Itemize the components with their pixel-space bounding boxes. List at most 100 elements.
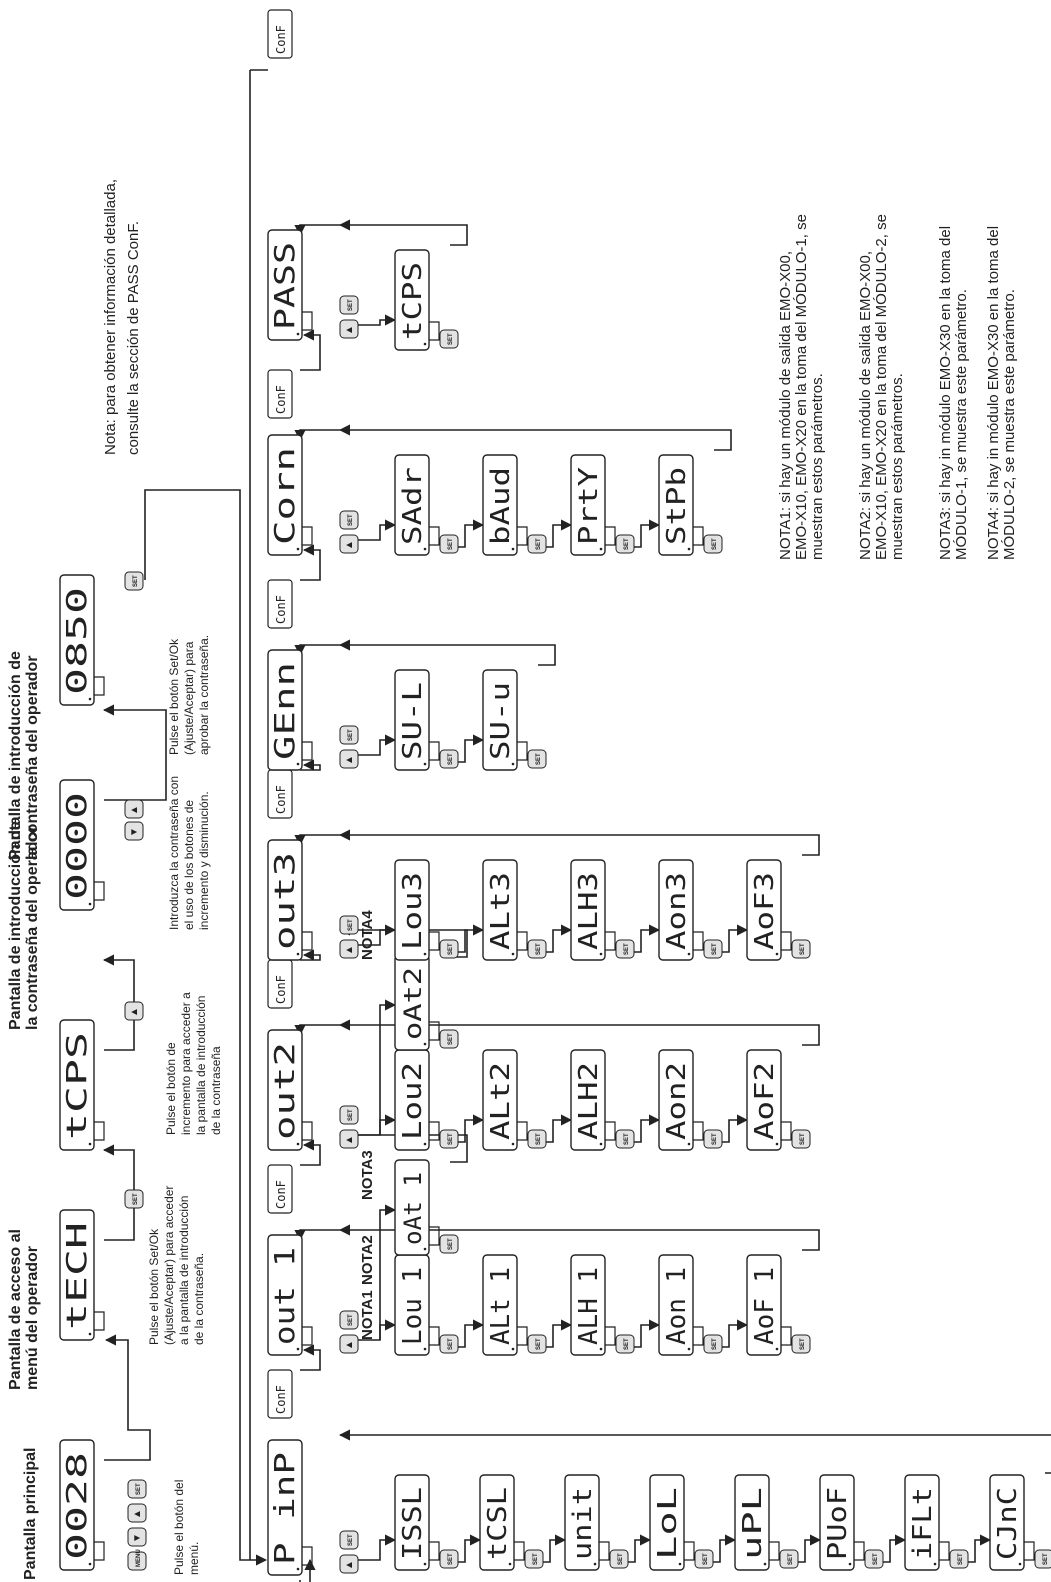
display-main: 0028 <box>59 1439 105 1571</box>
menu-p-inp-up-button: ▲ <box>339 1554 359 1574</box>
menu-out2-set-button-label: SET <box>348 1109 354 1121</box>
param-p-inp-1-set-button: SET <box>439 1549 459 1569</box>
param-corn-4: StPb <box>658 454 704 556</box>
menu-title-out2-text: out2 <box>268 1042 301 1140</box>
note-2-line-3: muestran estos parámetros. <box>889 373 906 560</box>
param-p-inp-6-text: PUoF <box>823 1487 853 1560</box>
menu-out3-set-button-label: SET <box>348 919 354 931</box>
conf-box-1-text: ConF <box>274 1385 288 1414</box>
conf-box-5: ConF <box>267 579 293 629</box>
note-label-4: NOTA4 <box>359 910 376 960</box>
instruction-approve-pw-line-1: Pulse el botón Set/Ok <box>167 638 181 755</box>
conf-box-1: ConF <box>267 1369 293 1419</box>
param-out2-extra: oAt2 <box>394 954 440 1051</box>
param-out-1-extra-set-button: SET <box>439 1234 459 1254</box>
main-up-button: ▲ <box>127 1503 147 1523</box>
param-out2-2: ALt2 <box>482 1049 528 1151</box>
param-out-1-3-text: ALH 1 <box>574 1267 604 1345</box>
param-p-inp-1-set-button-label: SET <box>448 1553 454 1565</box>
conf-box-2: ConF <box>267 1164 293 1214</box>
note-pass-line-2: consulte la sección de PASS ConF. <box>125 221 142 455</box>
menu-out3-up-button-label: ▲ <box>344 945 355 955</box>
display-tcps-text: tCPS <box>60 1032 93 1140</box>
instruction-approve-pw-line-3: aprobar la contraseña. <box>197 635 211 755</box>
main-set-button: SET <box>127 1479 147 1499</box>
menu-corn-up-button: ▲ <box>339 534 359 554</box>
display-pw-0850: 0850 <box>59 574 105 706</box>
main-set-button-label: SET <box>136 1483 142 1495</box>
note-label-1: NOTA1 <box>359 1290 376 1340</box>
param-out2-1-set-button-label: SET <box>448 1133 454 1145</box>
tcps-up-button: ▲ <box>124 1001 144 1021</box>
param-out2-4-set-button-label: SET <box>712 1133 718 1145</box>
note-1-line-3: muestran estos parámetros. <box>809 373 826 560</box>
param-corn-3-set-button-label: SET <box>624 538 630 550</box>
menu-out2-up-button: ▲ <box>339 1129 359 1149</box>
param-out3-1: Lou3 <box>394 859 440 961</box>
param-genn-2-set-button: SET <box>527 749 547 769</box>
param-p-inp-2-set-button-label: SET <box>533 1553 539 1565</box>
instruction-menu-button-line-2: menú. <box>187 1542 201 1575</box>
param-out-1-2-set-button: SET <box>527 1334 547 1354</box>
param-corn-2-text: bAud <box>486 467 516 545</box>
menu-title-out-1-text: out 1 <box>268 1247 301 1345</box>
menu-out3-set-button: SET <box>339 915 359 935</box>
param-genn-2: SU-u <box>482 669 528 771</box>
instruction-enter-pw-line-1: Introduzca la contraseña con <box>167 776 181 930</box>
menu-title-pass: PASS <box>267 229 313 341</box>
display-pw-0000-text: 0000 <box>60 792 93 900</box>
param-out2-5: AoF2 <box>746 1049 792 1151</box>
menu-out-1-set-button-label: SET <box>348 1314 354 1326</box>
note-2-line-1: NOTA2: si hay un módulo de salida EMO-X0… <box>857 251 874 560</box>
param-corn-1-text: SAdr <box>398 467 428 545</box>
param-corn-1: SAdr <box>394 454 440 556</box>
param-p-inp-8: CJnC <box>989 1474 1035 1571</box>
note-4-line-2: MÓDULO-2, se muestra este parámetro. <box>1001 289 1018 560</box>
instruction-enter-pw-line-2: el uso de los botones de <box>182 800 196 930</box>
param-out3-3-set-button: SET <box>615 939 635 959</box>
conf-box-5-text: ConF <box>274 595 288 624</box>
param-out2-2-text: ALt2 <box>486 1062 516 1140</box>
param-out3-5-set-button: SET <box>791 939 811 959</box>
param-p-inp-6-set-button: SET <box>864 1549 884 1569</box>
param-out-1-1-text: Lou 1 <box>398 1267 428 1345</box>
param-out-1-5-text: AoF 1 <box>750 1267 780 1345</box>
param-p-inp-8-set-button-label: SET <box>1043 1553 1049 1565</box>
display-tcps: tCPS <box>59 1019 105 1151</box>
param-corn-2: bAud <box>482 454 528 556</box>
param-p-inp-4-set-button-label: SET <box>703 1553 709 1565</box>
param-out2-5-set-button-label: SET <box>800 1133 806 1145</box>
menu-title-pass-text: PASS <box>268 242 301 330</box>
menu-corn-set-button: SET <box>339 510 359 530</box>
param-out3-4-set-button-label: SET <box>712 943 718 955</box>
pw-down-button-label: ▼ <box>129 827 140 837</box>
note-1-line-1: NOTA1: si hay un módulo de salida EMO-X0… <box>777 251 794 560</box>
param-genn-2-text: SU-u <box>486 682 516 760</box>
param-out2-3-set-button-label: SET <box>624 1133 630 1145</box>
param-out2-4-text: Aon2 <box>662 1062 692 1140</box>
menu-title-out3-text: out3 <box>268 852 301 950</box>
param-genn-2-set-button-label: SET <box>536 753 542 765</box>
menu-out-1-up-button-label: ▲ <box>344 1340 355 1350</box>
param-out-1-3-set-button-label: SET <box>624 1338 630 1350</box>
menu-out-1-set-button: SET <box>339 1310 359 1330</box>
param-corn-1-set-button: SET <box>439 534 459 554</box>
menu-genn-up-button: ▲ <box>339 749 359 769</box>
instruction-set-tech-line-3: a la pantalla de introducción <box>177 1196 191 1345</box>
param-out-1-3-set-button: SET <box>615 1334 635 1354</box>
param-corn-3: PrtY <box>570 454 616 556</box>
conf-box-4: ConF <box>267 769 293 819</box>
heading-pw-entry-2-line-1: Pantalla de introducción de <box>7 651 24 860</box>
param-p-inp-6: PUoF <box>819 1474 865 1571</box>
param-corn-1-set-button-label: SET <box>448 538 454 550</box>
param-out2-4: Aon2 <box>658 1049 704 1151</box>
param-out2-1: Lou2 <box>394 1049 440 1151</box>
pw-up-button-label: ▲ <box>129 805 140 815</box>
param-p-inp-3-set-button-label: SET <box>618 1553 624 1565</box>
param-corn-3-set-button: SET <box>615 534 635 554</box>
param-out2-1-set-button: SET <box>439 1129 459 1149</box>
instruction-set-tech-line-2: (Ajuste/Aceptar) para acceder <box>162 1186 176 1345</box>
param-out-1-4-text: Aon 1 <box>662 1267 692 1345</box>
conf-box-7-text: ConF <box>274 25 288 54</box>
menu-pass-up-button-label: ▲ <box>344 325 355 335</box>
